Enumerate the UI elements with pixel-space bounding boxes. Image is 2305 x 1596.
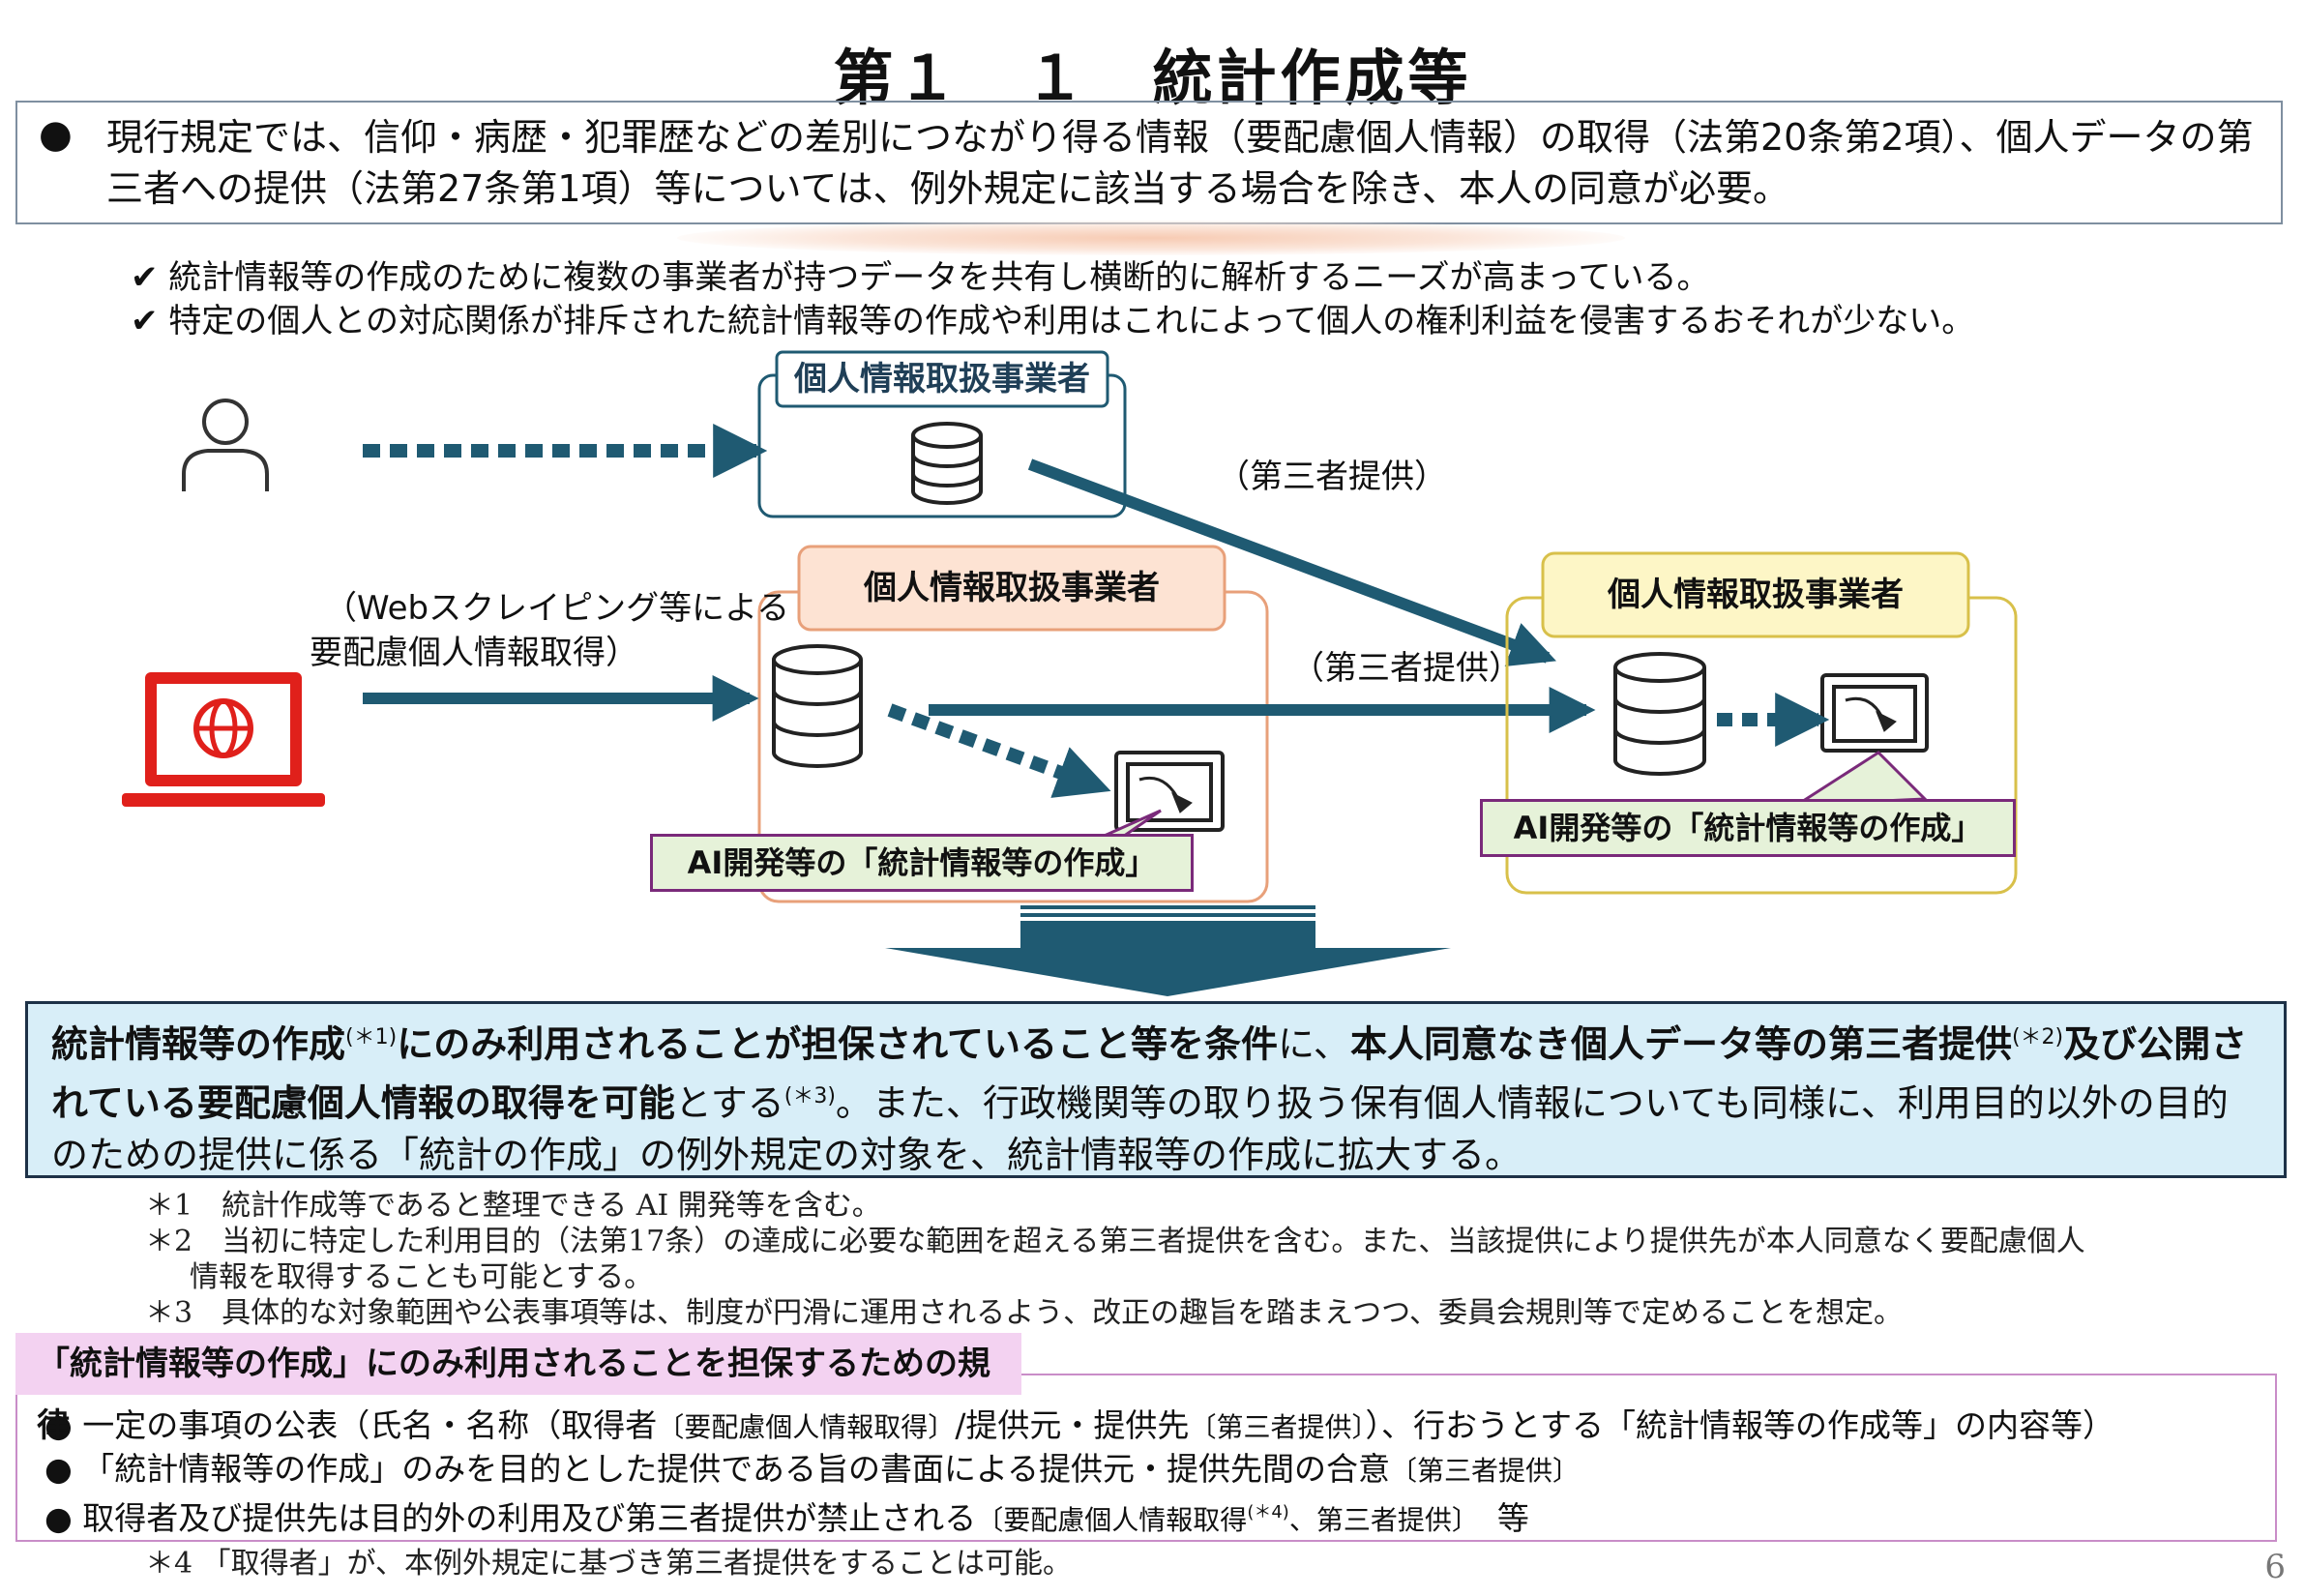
rule-1-b: 〔要配慮個人情報取得〕 (657, 1411, 956, 1443)
web-scraping-label-2: 要配慮個人情報取得） (310, 634, 638, 672)
proposal-p6: とする (674, 1081, 784, 1125)
business-label-mid: 個人情報取扱事業者 (864, 569, 1160, 607)
ai-label-left: AI開発等の「統計情報等の作成」 (650, 834, 1194, 892)
rule-1-d: 〔第三者提供〕 (1189, 1411, 1366, 1443)
proposal-s1: (＊1) (345, 1025, 398, 1049)
check-line-1: ✔ 統計情報等の作成のために複数の事業者が持つデータを共有し横断的に解析するニー… (131, 258, 1710, 297)
ai-label-right: AI開発等の「統計情報等の作成」 (1480, 799, 2016, 857)
database-icon-right (1613, 652, 1706, 776)
flow-diagram (122, 350, 2018, 996)
proposal-p1: 統計情報等の作成 (51, 1022, 346, 1066)
arrow-db-to-monitor-mid (887, 703, 1111, 798)
rule-1-a: ● 一定の事項の公表（氏名・名称（取得者 (44, 1406, 658, 1444)
check-line-2: ✔ 特定の個人との対応関係が排斥された統計情報等の作成や利用はこれによって個人の… (131, 302, 1975, 340)
laptop-icon (122, 672, 325, 807)
footnote-1: ＊1 統計作成等であると整理できる AI 開発等を含む。 (145, 1189, 881, 1223)
monitor-icon-right (1820, 673, 1929, 753)
intro-box: ● 現行規定では、信仰・病歴・犯罪歴などの差別につながり得る情報（要配慮個人情報… (15, 101, 2283, 224)
proposal-p3: に、 (1278, 1022, 1350, 1066)
rule-2-a: ● 「統計情報等の作成」のみを目的とした提供である旨の書面による提供元・提供先間… (44, 1450, 1390, 1488)
rule-3-c: (＊4) (1247, 1502, 1289, 1522)
footnote-3: ＊3 具体的な対象範囲や公表事項等は、制度が円滑に運用されるよう、改正の趣旨を踏… (145, 1296, 1903, 1330)
proposal-s3: (＊3) (783, 1083, 836, 1108)
web-scraping-label-1: （Webスクレイピング等による (324, 589, 790, 628)
rule-3: ● 取得者及び提供先は目的外の利用及び第三者提供が禁止される〔要配慮個人情報取得… (44, 1492, 1529, 1542)
proposal-p5: 及び公開されている要配慮個人情報の取得を可能 (51, 1022, 2248, 1125)
proposal-s2: (＊2) (2011, 1025, 2064, 1049)
database-icon-mid (772, 644, 863, 768)
proposal-box: 統計情報等の作成(＊1)にのみ利用されることが担保されていること等を条件に、本人… (25, 1001, 2287, 1178)
rule-2: ● 「統計情報等の作成」のみを目的とした提供である旨の書面による提供元・提供先間… (44, 1448, 1580, 1493)
rule-1: ● 一定の事項の公表（氏名・名称（取得者〔要配慮個人情報取得〕/提供元・提供先〔… (44, 1404, 2114, 1449)
rule-3-b: 〔要配慮個人情報取得 (976, 1504, 1248, 1536)
business-label-top: 個人情報取扱事業者 (794, 360, 1090, 399)
rules-title: 「統計情報等の作成」にのみ利用されることを担保するための規律 (15, 1333, 1021, 1445)
rule-3-e: 等 (1464, 1499, 1529, 1537)
rules-box: ● 一定の事項の公表（氏名・名称（取得者〔要配慮個人情報取得〕/提供元・提供先〔… (15, 1374, 2277, 1542)
footnote-2b: 情報を取得することも可能とする。 (190, 1260, 654, 1294)
bullet: ● (39, 112, 73, 157)
page-number: 6 (2264, 1548, 2286, 1586)
rule-3-d: 、第三者提供〕 (1288, 1504, 1465, 1536)
rule-2-b: 〔第三者提供〕 (1389, 1455, 1580, 1487)
proposal-p2: にのみ利用されることが担保されていること等を条件 (397, 1022, 1279, 1066)
business-label-right: 個人情報取扱事業者 (1608, 576, 1904, 614)
down-arrow-icon (885, 905, 1451, 996)
rule-1-c: /提供元・提供先 (955, 1406, 1190, 1444)
arrow-top-to-right (1027, 458, 1556, 667)
database-icon-top (911, 422, 983, 505)
monitor-icon-mid (1114, 751, 1225, 832)
rule-1-e: ）、行おうとする「統計情報等の作成等」の内容等） (1365, 1406, 2114, 1444)
footnote-2a: ＊2 当初に特定した利用目的（法第17条）の達成に必要な範囲を超える第三者提供を… (145, 1225, 2085, 1258)
person-icon (182, 399, 269, 491)
proposal-p7: 。また、行政機関等の取り扱う保有個人情報についても同様に、利用目的以外の目的のた… (51, 1081, 2229, 1177)
rule-3-a: ● 取得者及び提供先は目的外の利用及び第三者提供が禁止される (44, 1499, 977, 1537)
third-party-label-2: （第三者提供） (1291, 649, 1522, 688)
footnote-4: ＊4 「取得者」が、本例外規定に基づき第三者提供をすることは可能。 (145, 1547, 1073, 1581)
proposal-p4: 本人同意なき個人データ等の第三者提供 (1349, 1022, 2012, 1066)
third-party-label-1: （第三者提供） (1217, 458, 1447, 496)
intro-text: 現行規定では、信仰・病歴・犯罪歴などの差別につながり得る情報（要配慮個人情報）の… (106, 116, 2254, 210)
highlight-glow (677, 221, 1625, 255)
